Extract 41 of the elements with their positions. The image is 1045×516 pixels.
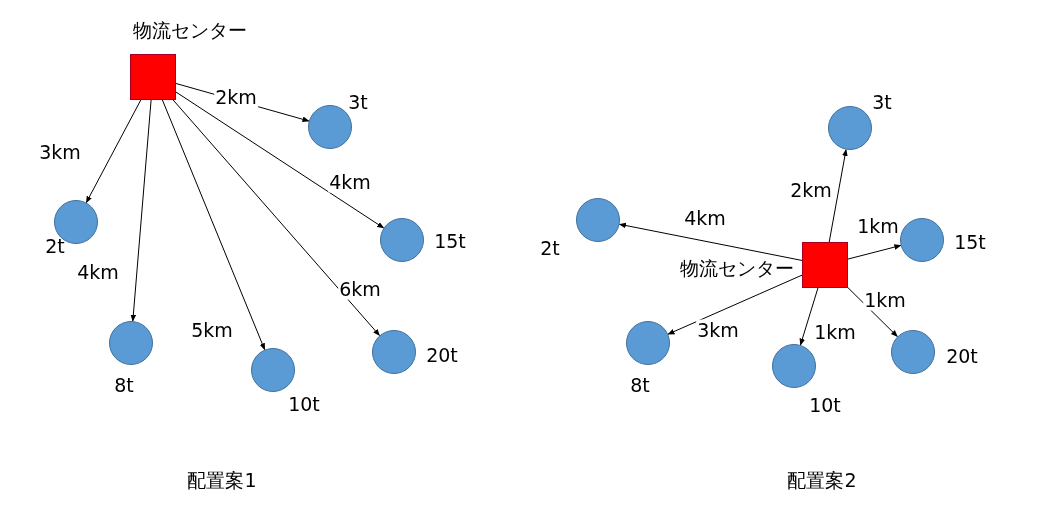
arrow (130, 99, 152, 322)
destination-circle (626, 321, 670, 365)
destination-circle (576, 198, 620, 242)
weight-label: 15t (954, 231, 986, 253)
arrow (828, 148, 848, 243)
destination-circle (109, 321, 153, 365)
weight-label: 10t (809, 394, 841, 416)
destination-circle (828, 106, 872, 150)
weight-label: 20t (426, 344, 458, 366)
arrow (85, 99, 142, 204)
weight-label: 8t (630, 374, 650, 396)
destination-circle (900, 218, 944, 262)
weight-label: 8t (114, 374, 134, 396)
weight-label: 3t (348, 91, 368, 113)
distance-label: 2km (214, 86, 258, 108)
weight-label: 15t (434, 230, 466, 252)
destination-circle (380, 218, 424, 262)
arrow (172, 99, 380, 336)
layout-caption: 配置案1 (187, 469, 257, 491)
distance-label: 6km (338, 278, 382, 300)
arrow (618, 222, 803, 261)
arrow (847, 287, 898, 338)
weight-label: 20t (946, 345, 978, 367)
destination-circle (891, 330, 935, 374)
distance-label: 1km (863, 289, 907, 311)
destination-circle (251, 348, 295, 392)
arrow (175, 91, 385, 229)
arrow (799, 287, 819, 346)
arrow (847, 244, 902, 260)
weight-label: 2t (540, 237, 560, 259)
arrow (161, 99, 266, 351)
weight-label: 2t (45, 235, 65, 257)
layout-caption: 配置案2 (787, 469, 857, 491)
distance-label: 4km (328, 171, 372, 193)
destination-circle (772, 344, 816, 388)
weight-label: 3t (872, 91, 892, 113)
node-title: 物流センター (680, 257, 794, 279)
weight-label: 10t (288, 393, 320, 415)
arrow (667, 274, 803, 335)
node-title: 物流センター (133, 19, 247, 41)
destination-circle (372, 330, 416, 374)
